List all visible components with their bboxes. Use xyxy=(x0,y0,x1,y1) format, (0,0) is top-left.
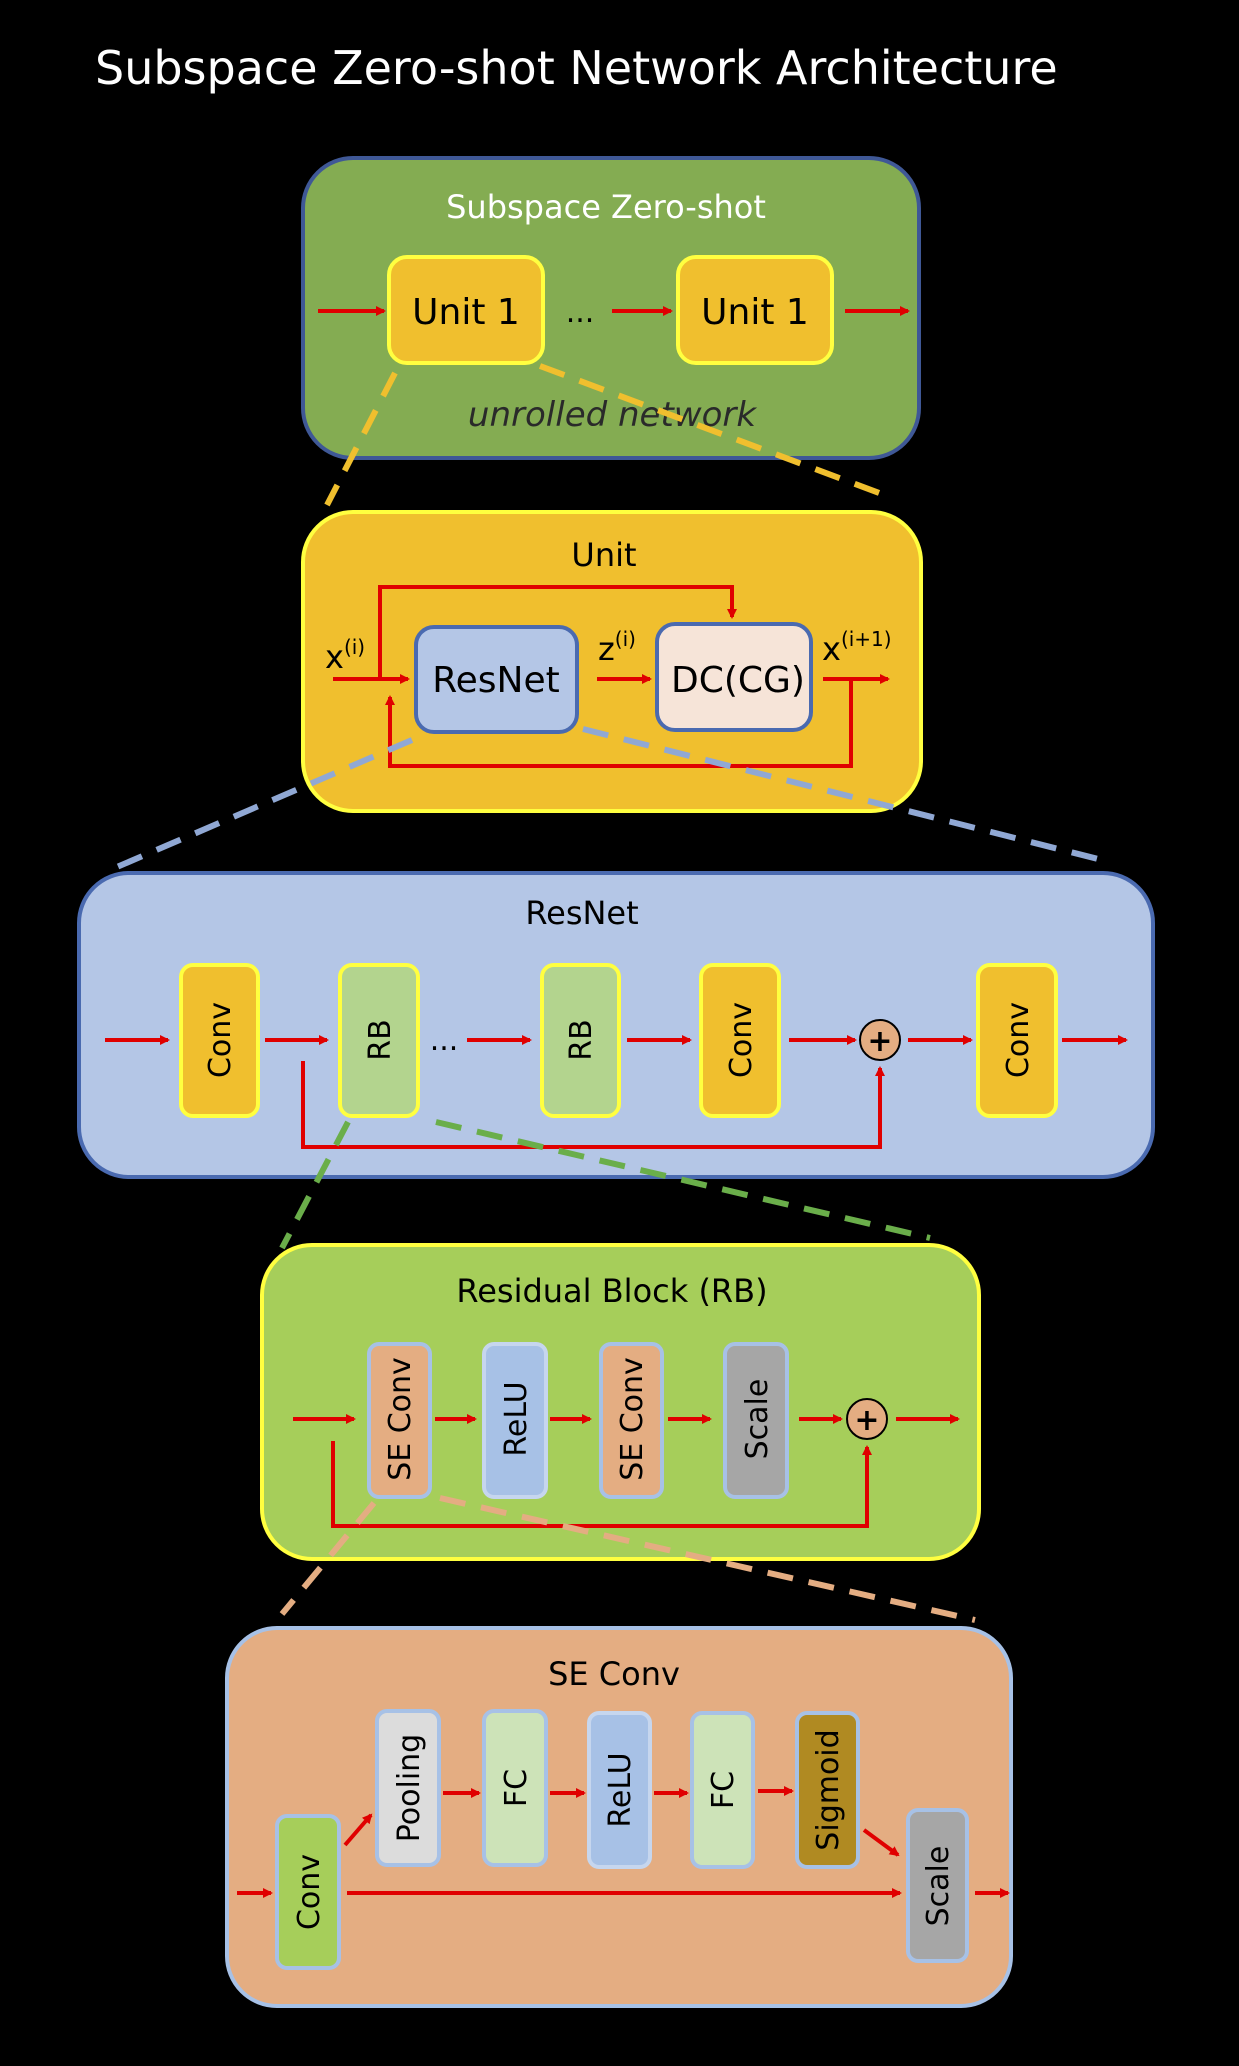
unit-block-1 xyxy=(387,255,545,365)
rb-scale-label: Scale xyxy=(740,1379,775,1460)
ellipsis: ... xyxy=(566,295,595,330)
bypass-arrow-to-dc xyxy=(378,585,737,677)
resnet-ellipsis: ... xyxy=(430,1023,459,1058)
resnet-block-label: ResNet xyxy=(432,660,560,701)
subspace-panel-bg xyxy=(301,156,921,460)
resnet-rb-1-label: RB xyxy=(363,1019,398,1060)
resnet-panel-title: ResNet xyxy=(525,894,638,932)
resnet-conv-3 xyxy=(976,963,1058,1118)
unit-panel: Unit x(i) ResNet z(i) DC(CG) x(i+1) xyxy=(301,510,923,813)
seconv-relu-label: ReLU xyxy=(603,1752,638,1827)
resnet-conv-1 xyxy=(179,963,260,1118)
rb-seconv-1 xyxy=(367,1342,432,1499)
rb-sum-node xyxy=(846,1398,888,1440)
feedback-arrow xyxy=(385,679,853,768)
zoom-line-right-green xyxy=(435,1119,931,1241)
seconv-fc-1 xyxy=(482,1709,548,1867)
zoom-line-left-yellow xyxy=(324,371,398,507)
resnet-rb-2-label: RB xyxy=(564,1019,599,1060)
unit-block-1-label: Unit 1 xyxy=(412,292,520,333)
resnet-sum-node xyxy=(859,1019,901,1061)
arrow-sigmoid-to-scale xyxy=(862,1828,900,1857)
seconv-fc-2-label: FC xyxy=(706,1771,741,1809)
rb-seconv-1-label: SE Conv xyxy=(383,1357,418,1481)
diagram-title: Subspace Zero-shot Network Architecture xyxy=(95,41,1058,95)
resnet-rb-1 xyxy=(338,963,420,1118)
subspace-zero-shot-panel: Subspace Zero-shot Unit 1 ... Unit 1 unr… xyxy=(301,156,921,460)
unit-block-2 xyxy=(676,255,834,365)
zoom-line-right-blue xyxy=(582,726,1111,865)
seconv-relu xyxy=(587,1711,652,1869)
seconv-scale xyxy=(906,1808,969,1963)
resnet-conv-3-label: Conv xyxy=(1001,1002,1036,1078)
zoom-line-left-green xyxy=(279,1120,351,1250)
unit-block-2-label: Unit 1 xyxy=(701,292,809,333)
resnet-rb-2 xyxy=(540,963,621,1118)
rb-skip-connection xyxy=(331,1441,872,1528)
resnet-block xyxy=(414,625,579,734)
resnet-conv-2 xyxy=(699,963,781,1118)
dc-cg-block xyxy=(655,622,813,732)
dc-cg-block-label: DC(CG) xyxy=(671,660,805,701)
seconv-sigmoid-label: Sigmoid xyxy=(811,1729,846,1850)
resnet-panel: ResNet Conv RB ... RB Conv + Conv xyxy=(77,871,1155,1179)
rb-seconv-2-label: SE Conv xyxy=(615,1357,650,1481)
rb-seconv-2 xyxy=(599,1342,664,1499)
subspace-panel-title: Subspace Zero-shot xyxy=(446,188,766,226)
zoom-line-left-orange xyxy=(279,1501,377,1616)
seconv-pooling-label: Pooling xyxy=(392,1734,427,1842)
seconv-scale-label: Scale xyxy=(921,1846,956,1927)
x-i-plus-1-label: x(i+1) xyxy=(822,627,892,668)
seconv-conv xyxy=(275,1814,341,1970)
seconv-sigmoid xyxy=(795,1711,860,1869)
seconv-fc-1-label: FC xyxy=(499,1769,534,1807)
residual-block-panel: Residual Block (RB) SE Conv ReLU SE Conv… xyxy=(260,1243,981,1561)
unit-panel-title: Unit xyxy=(571,536,636,574)
seconv-fc-2 xyxy=(690,1711,755,1869)
resnet-skip-connection xyxy=(301,1061,885,1149)
seconv-pooling xyxy=(375,1709,441,1867)
rb-panel-title: Residual Block (RB) xyxy=(456,1272,767,1310)
seconv-panel-title: SE Conv xyxy=(548,1655,680,1693)
zoom-line-left-blue xyxy=(108,737,414,873)
resnet-sum-symbol: + xyxy=(867,1024,892,1059)
zoom-line-right-yellow xyxy=(538,363,892,500)
se-conv-panel: SE Conv Conv Pooling FC ReLU FC Sigmoid … xyxy=(225,1626,1013,2008)
arrow-to-pooling xyxy=(343,1813,373,1847)
x-i-label: x(i) xyxy=(325,635,365,676)
resnet-conv-2-label: Conv xyxy=(724,1002,759,1078)
rb-sum-symbol: + xyxy=(854,1403,879,1438)
resnet-conv-1-label: Conv xyxy=(203,1002,238,1078)
rb-scale xyxy=(723,1342,789,1499)
rb-relu xyxy=(482,1342,548,1499)
seconv-conv-label: Conv xyxy=(292,1854,327,1930)
zoom-line-right-orange xyxy=(439,1495,976,1623)
rb-relu-label: ReLU xyxy=(499,1381,534,1456)
z-i-label: z(i) xyxy=(598,627,636,668)
